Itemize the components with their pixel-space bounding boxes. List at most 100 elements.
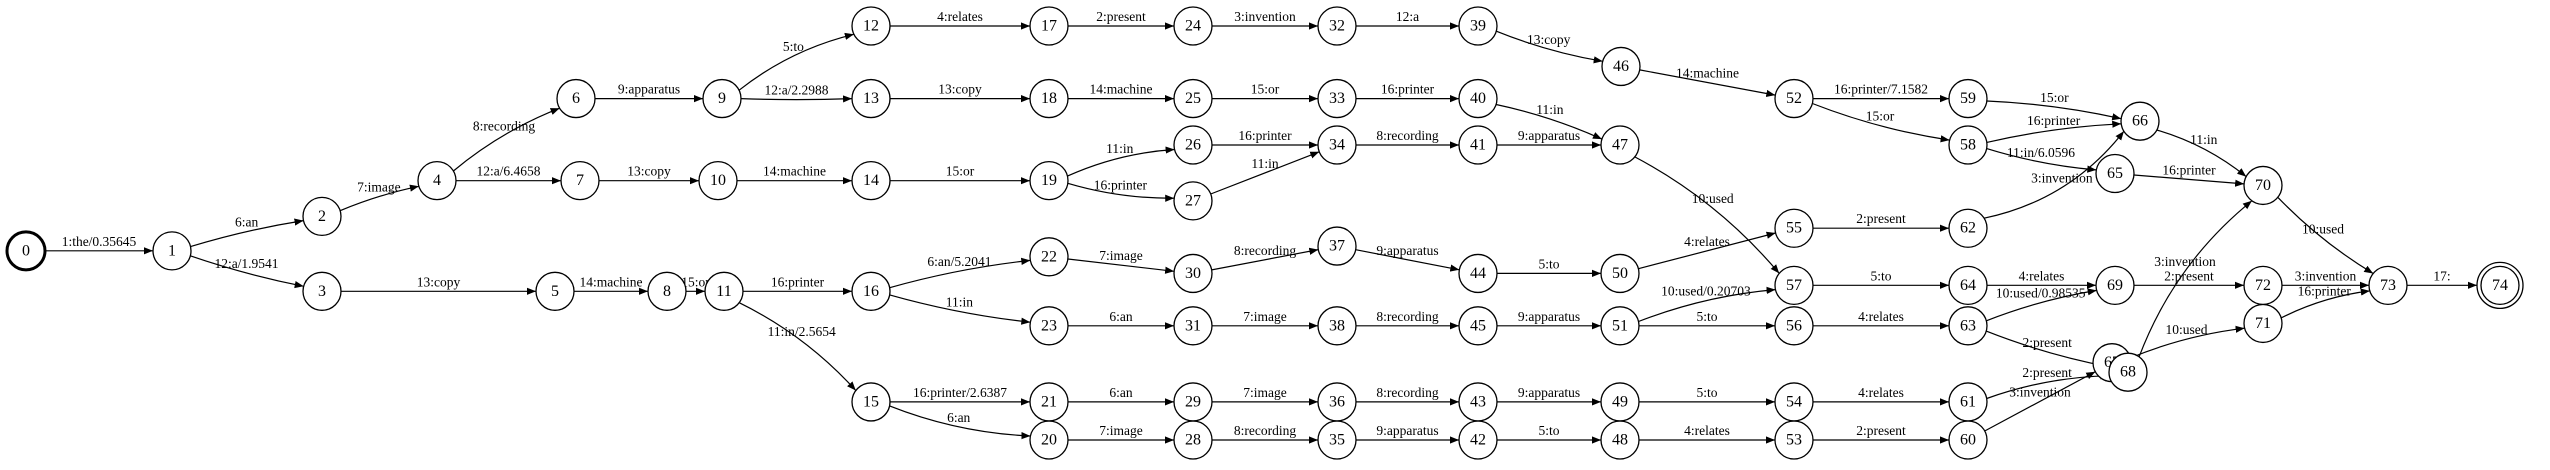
state-label: 56 [1786, 317, 1802, 334]
state-node-45: 45 [1458, 306, 1498, 346]
state-label: 35 [1329, 432, 1345, 449]
state-circle [698, 161, 738, 201]
edge-label: 10:used [2302, 222, 2344, 237]
edge-label: 6:an [1109, 385, 1132, 400]
state-node-9: 9 [702, 78, 742, 119]
state-circle [2095, 153, 2135, 194]
state-node-38: 38 [1317, 306, 1357, 346]
state-node-29: 29 [1173, 382, 1213, 422]
edge-15-20 [889, 405, 1031, 440]
state-label: 50 [1612, 265, 1628, 282]
edge-label: 14:machine [763, 164, 826, 179]
edge-16-22 [889, 257, 1031, 289]
edge-label: 7:image [1243, 385, 1287, 400]
state-label: 66 [2132, 113, 2148, 130]
edge-label: 2:present [2022, 335, 2072, 350]
state-label: 16 [863, 283, 879, 300]
state-circle [1317, 382, 1357, 422]
state-label: 29 [1185, 393, 1201, 410]
state-label: 58 [1960, 136, 1976, 153]
state-circle [2095, 265, 2135, 305]
state-label: 38 [1329, 317, 1345, 334]
edge-label: 1:the/0.35645 [62, 234, 137, 249]
edge-1-3 [190, 255, 304, 289]
state-circle [1774, 382, 1814, 422]
edge-label: 16:printer [2162, 163, 2216, 178]
edge-4-6 [453, 107, 560, 172]
state-circle [1317, 78, 1357, 119]
edge-label: 4:relates [1684, 234, 1730, 249]
state-node-44: 44 [1458, 253, 1498, 294]
edge-9-13 [740, 95, 853, 103]
state-label: 52 [1786, 90, 1802, 107]
state-label: 64 [1960, 277, 1976, 294]
state-node-21: 21 [1029, 382, 1069, 422]
state-circle [417, 161, 457, 201]
state-circle [1600, 382, 1640, 422]
state-circle [1173, 78, 1213, 119]
state-node-39: 39 [1458, 6, 1498, 46]
edge-label: 6:an [235, 215, 258, 230]
state-circle [302, 271, 342, 311]
state-circle [1317, 125, 1357, 165]
state-circle [1948, 265, 1988, 305]
state-circle [2108, 352, 2148, 392]
state-node-57: 57 [1774, 265, 1814, 305]
edge-label: 9:apparatus [1376, 423, 1438, 438]
state-label: 7 [576, 172, 584, 189]
state-label: 11 [716, 283, 731, 300]
state-circle [647, 271, 687, 311]
edge-37-44 [1355, 249, 1460, 272]
edge-label: 15:or [1251, 82, 1280, 97]
state-node-70: 70 [2243, 165, 2283, 206]
state-node-11: 11 [704, 271, 744, 311]
state-label: 68 [2120, 364, 2136, 381]
edge-label: 14:machine [580, 274, 643, 289]
state-label: 24 [1185, 18, 1201, 35]
edge-63-69 [1986, 288, 2097, 322]
edge-label: 7:image [1243, 309, 1287, 324]
state-node-60: 60 [1948, 420, 1988, 460]
state-label: 70 [2255, 177, 2271, 194]
state-label: 37 [1329, 238, 1345, 255]
state-node-32: 32 [1317, 6, 1357, 46]
edge-27-34 [1210, 151, 1320, 195]
edge-62-66 [1983, 130, 2125, 219]
state-label: 73 [2380, 277, 2396, 294]
edge-label: 5:to [1696, 309, 1717, 324]
edge-label: 8:recording [1376, 128, 1438, 143]
state-node-33: 33 [1317, 78, 1357, 119]
state-label: 46 [1613, 58, 1629, 75]
edge-label: 15:or [1866, 109, 1895, 124]
state-circle [1458, 6, 1498, 46]
state-label: 60 [1960, 432, 1976, 449]
state-node-55: 55 [1774, 208, 1814, 248]
edge-61-68 [1986, 372, 2110, 400]
state-node-20: 20 [1029, 420, 1069, 460]
state-label: 10 [710, 172, 726, 189]
edge-label: 5:to [1538, 256, 1559, 271]
edge-label: 9:apparatus [1518, 128, 1580, 143]
edge-label: 7:image [357, 180, 401, 195]
state-label: 49 [1612, 393, 1628, 410]
edge-label: 11:in [2190, 132, 2218, 147]
state-label: 71 [2255, 315, 2271, 332]
state-node-42: 42 [1458, 420, 1498, 460]
state-node-2: 2 [302, 196, 342, 236]
state-node-62: 62 [1948, 208, 1988, 248]
edge-label: 15:or [946, 164, 975, 179]
state-node-41: 41 [1458, 125, 1498, 165]
edge-label: 10:used/0.20703 [1661, 284, 1751, 299]
edge-label: 11:in [1251, 156, 1279, 171]
state-circle [1774, 78, 1814, 119]
state-node-64: 64 [1948, 265, 1988, 305]
edge-label: 5:to [1696, 385, 1717, 400]
state-node-72: 72 [2243, 265, 2283, 305]
state-node-66: 66 [2120, 101, 2160, 141]
state-label: 26 [1185, 136, 1201, 153]
edge-label: 4:relates [1858, 385, 1904, 400]
state-label: 21 [1041, 393, 1057, 410]
state-node-23: 23 [1029, 306, 1069, 346]
state-circle [704, 271, 744, 311]
state-node-8: 8 [647, 271, 687, 311]
